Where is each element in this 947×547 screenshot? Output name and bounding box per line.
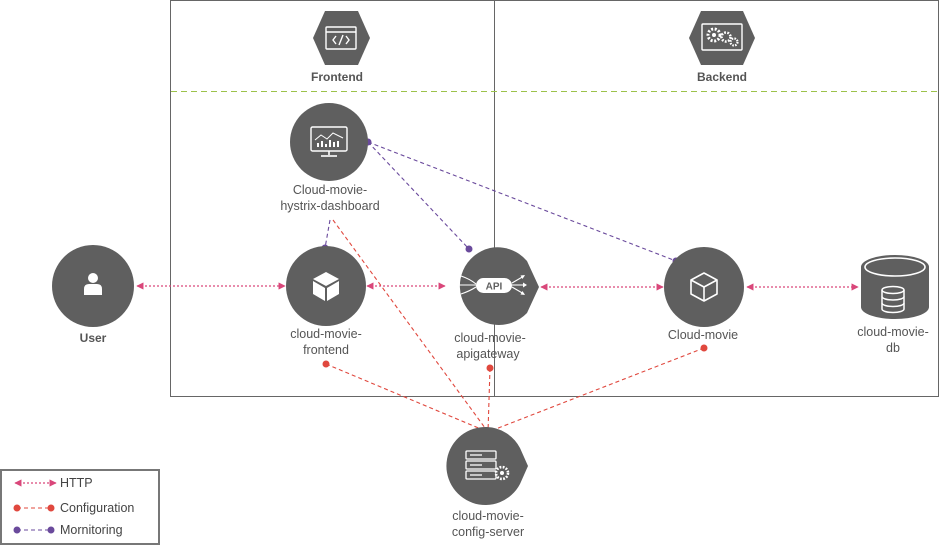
legend-configuration: Configuration bbox=[13, 501, 134, 515]
api-icon: API bbox=[459, 275, 527, 295]
config-label-line2: config-server bbox=[452, 525, 524, 539]
config-dot-movie bbox=[700, 344, 708, 352]
server-gear-icon bbox=[465, 450, 510, 481]
hystrix-dashboard-node[interactable]: Cloud-movie- hystrix-dashboard bbox=[280, 103, 380, 213]
database-icon bbox=[881, 285, 905, 314]
code-window-icon bbox=[325, 26, 357, 50]
legend-monitoring: Mornitoring bbox=[13, 523, 123, 537]
backend-zone-label: Backend bbox=[697, 70, 747, 84]
config-hystrix-config bbox=[332, 219, 489, 433]
config-label-line1: cloud-movie- bbox=[452, 509, 524, 523]
monitor-dot-apigateway bbox=[465, 245, 473, 253]
legend-http: HTTP bbox=[14, 476, 93, 490]
apigateway-label-line1: cloud-movie- bbox=[454, 331, 526, 345]
http-connections bbox=[136, 282, 859, 291]
legend-http-label: HTTP bbox=[60, 476, 93, 490]
frontend-label-line2: frontend bbox=[303, 343, 349, 357]
config-frontend-config bbox=[325, 363, 489, 433]
monitor-hystrix-movie bbox=[367, 141, 677, 262]
monitoring-connections bbox=[324, 141, 677, 262]
frontend-label-line1: cloud-movie- bbox=[290, 327, 362, 341]
db-label-line2: db bbox=[886, 341, 900, 355]
cloud-movie-node[interactable]: Cloud-movie bbox=[664, 247, 744, 342]
hystrix-label-line1: Cloud-movie- bbox=[293, 183, 367, 197]
legend: HTTP Configuration Mornitoring bbox=[0, 469, 160, 545]
hystrix-label-line2: hystrix-dashboard bbox=[280, 199, 379, 213]
frontend-zone-label: Frontend bbox=[311, 70, 363, 84]
config-movie-config bbox=[487, 347, 705, 433]
user-node[interactable]: User bbox=[52, 245, 134, 345]
cube-outline-icon bbox=[690, 272, 718, 302]
monitor-chart-icon bbox=[310, 126, 348, 157]
apigateway-node[interactable]: API cloud-movie- apigateway bbox=[454, 247, 539, 361]
user-label: User bbox=[80, 331, 107, 345]
cloud-movie-label: Cloud-movie bbox=[668, 328, 738, 342]
legend-monitoring-label: Mornitoring bbox=[60, 523, 123, 537]
backend-hexagon bbox=[689, 11, 755, 65]
gears-window-icon bbox=[701, 23, 743, 51]
api-icon-text: API bbox=[486, 282, 503, 293]
frontend-zone-header: Frontend bbox=[311, 11, 370, 84]
config-apigateway-config bbox=[487, 367, 491, 433]
backend-zone bbox=[494, 0, 939, 397]
config-server-node[interactable]: cloud-movie- config-server bbox=[446, 426, 528, 539]
monitor-hystrix-frontend bbox=[324, 219, 331, 249]
monitor-hystrix-apigateway bbox=[367, 141, 470, 250]
cube-icon bbox=[313, 272, 339, 301]
config-dot-frontend bbox=[322, 360, 330, 368]
database-node[interactable]: cloud-movie- db bbox=[857, 255, 929, 355]
apigateway-label-line2: apigateway bbox=[456, 347, 520, 361]
frontend-node[interactable]: cloud-movie- frontend bbox=[286, 246, 366, 357]
backend-zone-header: Backend bbox=[689, 11, 755, 84]
legend-configuration-label: Configuration bbox=[60, 501, 134, 515]
configuration-connections bbox=[325, 219, 705, 433]
config-dot-apigateway bbox=[486, 364, 494, 372]
db-label-line1: cloud-movie- bbox=[857, 325, 929, 339]
user-icon bbox=[84, 273, 102, 295]
